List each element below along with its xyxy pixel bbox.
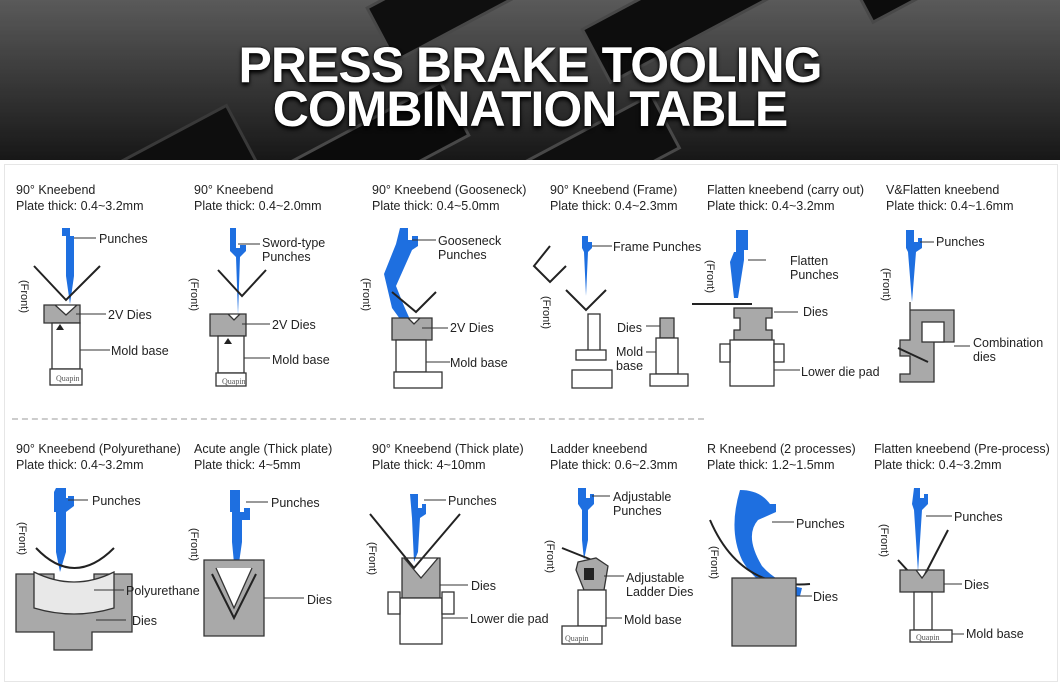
cell-heading: Flatten kneebend (carry out)Plate thick:… xyxy=(707,183,865,213)
part-label: Mold base xyxy=(450,356,508,370)
part-label: Mold base xyxy=(624,613,682,627)
header-banner: PRESS BRAKE TOOLING COMBINATION TABLE xyxy=(0,0,1060,160)
cell-heading: Flatten kneebend (Pre-process)Plate thic… xyxy=(874,442,1050,472)
part-label: 2V Dies xyxy=(108,308,152,322)
diagram-kneebend-6 xyxy=(897,230,955,383)
part-label: Frame Punches xyxy=(613,240,702,254)
cell-heading: 90° Kneebend (Polyurethane)Plate thick: … xyxy=(16,442,181,472)
tooling-photo-background xyxy=(0,0,1060,160)
part-label: Adjustable Punches xyxy=(613,490,672,518)
part-label: Mold base xyxy=(966,627,1024,641)
cell-heading: R Kneebend (2 processes)Plate thick: 1.2… xyxy=(707,442,856,472)
front-label: (Front) xyxy=(704,260,716,293)
front-label: (Front) xyxy=(188,278,200,311)
part-label: Dies xyxy=(813,590,839,604)
part-label: Punches xyxy=(936,235,985,249)
part-label: Punches xyxy=(99,232,148,246)
part-label: Mold base xyxy=(616,345,644,373)
front-label: (Front) xyxy=(188,528,200,561)
svg-text:Quapin: Quapin xyxy=(916,633,940,642)
part-label: Punches xyxy=(92,494,141,508)
front-label: (Front) xyxy=(16,522,28,555)
front-label: (Front) xyxy=(540,296,552,329)
diagram-kneebend-4 xyxy=(532,236,689,389)
part-label: 2V Dies xyxy=(450,321,494,335)
part-label: Punches xyxy=(954,510,1003,524)
part-label: 2V Dies xyxy=(272,318,316,332)
part-label: Adjustable Ladder Dies xyxy=(626,571,694,599)
page-title-line2: COMBINATION TABLE xyxy=(272,81,788,137)
diagram-kneebend-7 xyxy=(15,488,133,651)
diagram-kneebend-1 xyxy=(33,228,101,386)
front-label: (Front) xyxy=(360,278,372,311)
part-label: Dies xyxy=(132,614,158,628)
part-label: Sword-type Punches xyxy=(262,236,326,264)
front-label: (Front) xyxy=(366,542,378,575)
front-label: (Front) xyxy=(18,280,30,313)
diagram-kneebend-2 xyxy=(209,228,267,387)
diagram-kneebend-3 xyxy=(384,228,443,389)
cell-heading: Acute angle (Thick plate)Plate thick: 4~… xyxy=(194,442,333,472)
part-label: Lower die pad xyxy=(470,612,549,626)
diagram-kneebend-12 xyxy=(897,488,953,643)
part-label: Dies xyxy=(617,321,643,335)
svg-text:Quapin: Quapin xyxy=(222,377,246,386)
row-divider xyxy=(12,418,704,420)
part-label: Punches xyxy=(796,517,845,531)
diagram-kneebend-5 xyxy=(692,230,785,387)
diagram-kneebend-8 xyxy=(203,490,265,637)
cell-heading: 90° Kneebend (Thick plate)Plate thick: 4… xyxy=(372,442,524,472)
combination-table xyxy=(4,164,1058,682)
part-label: Mold base xyxy=(272,353,330,367)
front-label: (Front) xyxy=(708,546,720,579)
page-title-line1: PRESS BRAKE TOOLING xyxy=(238,37,823,93)
cell-heading: 90° Kneebend (Frame)Plate thick: 0.4~2.3… xyxy=(550,183,678,213)
part-label: Gooseneck Punches xyxy=(438,234,502,262)
svg-text:Quapin: Quapin xyxy=(56,374,80,383)
diagram-kneebend-11 xyxy=(709,490,811,647)
svg-text:Quapin: Quapin xyxy=(565,634,589,643)
part-label: Dies xyxy=(471,579,497,593)
diagram-kneebend-9 xyxy=(369,494,461,645)
part-label: Flatten Punches xyxy=(790,254,839,282)
front-label: (Front) xyxy=(544,540,556,573)
part-label: Polyurethane xyxy=(126,584,200,598)
part-label: Lower die pad xyxy=(801,365,880,379)
front-label: (Front) xyxy=(878,524,890,557)
quapin-logos: Quapin Quapin Quapin Quapin xyxy=(56,374,940,643)
part-label: Mold base xyxy=(111,344,169,358)
diagram-kneebend-10 xyxy=(561,488,609,645)
front-label: (Front) xyxy=(880,268,892,301)
part-label: Dies xyxy=(307,593,333,607)
part-label: Punches xyxy=(448,494,497,508)
part-label: Dies xyxy=(803,305,829,319)
part-label: Punches xyxy=(271,496,320,510)
part-label: Dies xyxy=(964,578,990,592)
cell-heading: 90° Kneebend (Gooseneck)Plate thick: 0.4… xyxy=(372,183,527,213)
part-label: Combination dies xyxy=(973,336,1044,364)
